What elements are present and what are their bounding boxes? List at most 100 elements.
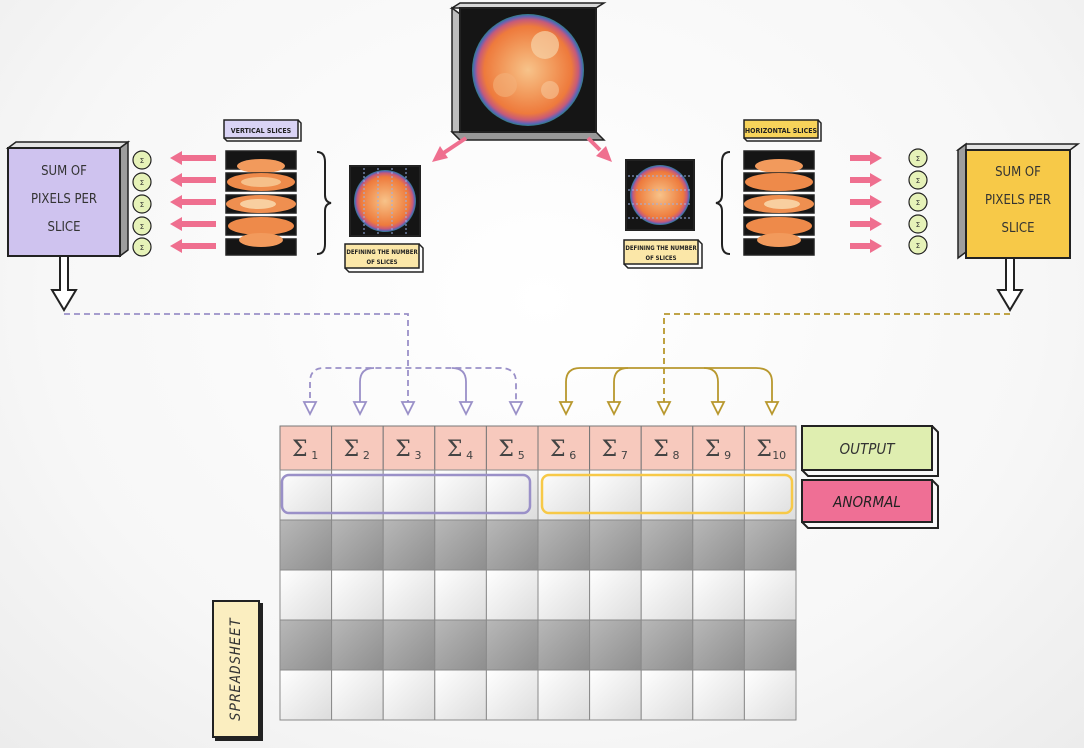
table-cell xyxy=(382,519,436,571)
right-down-arrow xyxy=(996,257,1024,312)
defining-slices-label-right: DEFINING THE NUMBER OF SLICES xyxy=(623,239,703,269)
sum-symbol: Σ xyxy=(705,437,721,462)
table-cell xyxy=(434,669,487,721)
table-cell xyxy=(589,669,642,721)
left-pink-arrows xyxy=(170,151,216,253)
horizontal-grid-image xyxy=(625,159,695,231)
svg-text:ANORMAL: ANORMAL xyxy=(832,493,901,511)
table-cell xyxy=(331,519,384,571)
vertical-slice-strips xyxy=(225,150,297,256)
table-cell xyxy=(331,569,384,621)
horizontal-slice-strip xyxy=(743,216,815,236)
svg-text:SLICE: SLICE xyxy=(48,220,81,235)
table-cell xyxy=(331,619,384,671)
sum-circle: Σ xyxy=(908,192,928,212)
table-cell xyxy=(434,569,487,621)
svg-text:Σ: Σ xyxy=(140,223,144,231)
svg-text:OF SLICES: OF SLICES xyxy=(366,259,397,266)
right-sum-circles: Σ Σ Σ Σ Σ xyxy=(908,148,928,255)
sum-index: 1 xyxy=(311,449,318,462)
table-cell xyxy=(640,519,694,571)
svg-text:Σ: Σ xyxy=(140,179,144,187)
sum-circle: Σ xyxy=(908,214,928,234)
svg-text:SUM OF: SUM OF xyxy=(41,164,87,179)
table-cell xyxy=(743,619,797,671)
table-cell xyxy=(382,619,436,671)
table-cell xyxy=(692,619,745,671)
sum-symbol: Σ xyxy=(653,437,669,462)
table-cell xyxy=(640,669,694,721)
table-cell xyxy=(279,569,333,621)
svg-text:Σ: Σ xyxy=(916,177,920,185)
sum-symbol: Σ xyxy=(344,437,360,462)
vertical-slice-strip xyxy=(225,216,297,236)
sum-index: 7 xyxy=(621,449,628,462)
svg-text:SUM OF: SUM OF xyxy=(995,165,1041,180)
sum-circle: Σ xyxy=(908,235,928,255)
table-cell xyxy=(589,569,642,621)
gold-connector xyxy=(558,313,1010,417)
split-arrow-right xyxy=(586,136,612,162)
sum-circle: Σ xyxy=(132,194,152,214)
sum-index: 4 xyxy=(466,449,473,462)
sum-pixels-box-left: SUM OF PIXELS PER SLICE xyxy=(5,140,131,258)
sum-index: 6 xyxy=(569,449,576,462)
svg-text:OF SLICES: OF SLICES xyxy=(645,255,676,262)
sum-symbol: Σ xyxy=(550,437,566,462)
sum-index: 8 xyxy=(673,449,680,462)
defining-slices-label-left: DEFINING THE NUMBER OF SLICES xyxy=(344,243,424,273)
spreadsheet-label: SPREADSHEET xyxy=(212,600,260,738)
table-cell xyxy=(382,469,436,521)
table-cell xyxy=(485,519,539,571)
table-cell xyxy=(640,619,694,671)
table-cell xyxy=(382,569,436,621)
table-cell xyxy=(485,619,539,671)
table-cell xyxy=(692,669,745,721)
table-cell xyxy=(279,469,333,521)
sum-index: 10 xyxy=(772,449,786,462)
sum-index: 9 xyxy=(724,449,731,462)
table-cell xyxy=(279,669,333,721)
table-cell xyxy=(382,669,436,721)
sum-symbol: Σ xyxy=(447,437,463,462)
vertical-slice-strip xyxy=(225,233,297,256)
vertical-slices-text: VERTICAL SLICES xyxy=(231,127,292,135)
vertical-slice-strip xyxy=(225,150,297,173)
table-cell xyxy=(331,669,384,721)
horizontal-slice-strip xyxy=(743,150,815,173)
table-cell xyxy=(743,669,797,721)
table-cell xyxy=(537,619,591,671)
vertical-slice-strip xyxy=(225,194,297,214)
vertical-group-highlight xyxy=(280,473,532,515)
table-cell xyxy=(640,469,694,521)
horizontal-slice-strip xyxy=(743,233,815,256)
sum-symbol: Σ xyxy=(756,437,772,462)
svg-text:Σ: Σ xyxy=(140,157,144,165)
anormal-label: ANORMAL xyxy=(801,479,939,529)
sum-circle: Σ xyxy=(132,150,152,170)
horizontal-group-highlight xyxy=(540,473,794,515)
svg-text:PIXELS PER: PIXELS PER xyxy=(31,192,97,207)
table-cell xyxy=(692,569,745,621)
table-cell xyxy=(640,569,694,621)
left-sum-circles: Σ Σ Σ Σ Σ xyxy=(132,150,152,257)
table-cell xyxy=(743,569,797,621)
sum-pixels-box-right: SUM OF PIXELS PER SLICE xyxy=(955,142,1081,260)
sum-symbol: Σ xyxy=(395,437,411,462)
svg-text:OUTPUT: OUTPUT xyxy=(840,440,897,458)
svg-text:HORIZONTAL SLICES: HORIZONTAL SLICES xyxy=(745,127,818,135)
svg-text:Σ: Σ xyxy=(916,221,920,229)
table-cell xyxy=(589,619,642,671)
table-cell xyxy=(537,669,591,721)
sum-symbol: Σ xyxy=(602,437,618,462)
right-pink-arrows xyxy=(850,151,882,253)
svg-text:Σ: Σ xyxy=(916,242,920,250)
vertical-grid-image xyxy=(349,165,421,237)
svg-text:DEFINING THE NUMBER: DEFINING THE NUMBER xyxy=(625,245,697,252)
horizontal-slice-strips xyxy=(743,150,815,256)
